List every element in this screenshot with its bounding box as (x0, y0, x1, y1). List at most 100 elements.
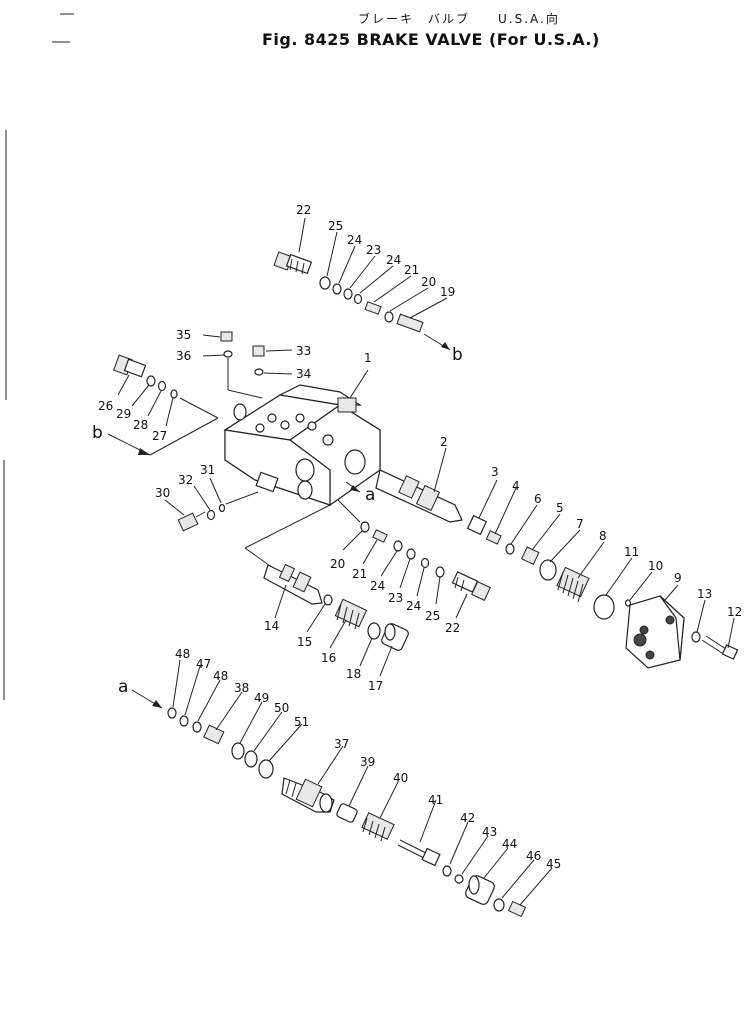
label-39: 39 (360, 755, 375, 769)
part-46-nut (493, 898, 505, 912)
part-45-screw (507, 900, 527, 918)
part-48b-ring (192, 721, 202, 733)
arrow-b-head-right (441, 342, 450, 350)
label-23-top: 23 (366, 243, 381, 257)
label-40: 40 (393, 771, 408, 785)
part-38-plug (203, 724, 225, 745)
part-25-oring-mid (435, 566, 445, 578)
label-43: 43 (482, 825, 497, 839)
part-2-spool (375, 469, 463, 523)
part-8-spring (556, 566, 590, 603)
label-5: 5 (556, 501, 564, 515)
part-33-plug (252, 345, 265, 357)
label-24b-mid: 24 (406, 599, 421, 613)
label-31: 31 (200, 463, 215, 477)
figure-title: Fig. 8425 BRAKE VALVE (For U.S.A.) (262, 30, 600, 49)
part-24b-ring (353, 293, 363, 305)
part-15-ring (323, 594, 333, 606)
part-20-ring (384, 311, 394, 323)
label-48: 48 (175, 647, 190, 661)
label-42: 42 (460, 811, 475, 825)
arrow-label-b-left: b (92, 423, 103, 443)
part-34-ring (254, 368, 264, 376)
label-18: 18 (346, 667, 361, 681)
part-number-labels: 22 25 24 23 24 21 20 19 35 36 33 34 1 26… (98, 203, 742, 871)
label-46: 46 (526, 849, 541, 863)
part-19-plug (396, 313, 424, 333)
part-22-fitting-top (273, 251, 313, 275)
part-27-ring (170, 389, 178, 399)
label-36: 36 (176, 349, 191, 363)
label-24-top: 24 (347, 233, 362, 247)
label-15: 15 (297, 635, 312, 649)
label-14: 14 (264, 619, 279, 633)
label-30: 30 (155, 486, 170, 500)
part-11-oring (593, 594, 615, 620)
part-35-plug (220, 331, 233, 342)
label-17: 17 (368, 679, 383, 693)
part-30-plug (177, 512, 199, 532)
label-7: 7 (576, 517, 584, 531)
label-50: 50 (274, 701, 289, 715)
part-51-oring (258, 759, 274, 779)
label-24b-top: 24 (386, 253, 401, 267)
arrow-a-head-body (350, 485, 360, 492)
label-41: 41 (428, 793, 443, 807)
label-16: 16 (321, 651, 336, 665)
part-36-ring (223, 350, 233, 358)
part-5-plug (520, 546, 540, 565)
part-40-spring (361, 812, 395, 842)
part-21-spring (364, 301, 382, 315)
part-44-cap (465, 875, 495, 905)
top-fitting-group (273, 217, 451, 351)
label-21-top: 21 (404, 263, 419, 277)
label-6: 6 (534, 492, 542, 506)
part-50-ring (244, 750, 258, 768)
label-9: 9 (674, 571, 682, 585)
part-21-spring-mid (372, 529, 388, 543)
label-34: 34 (296, 367, 311, 381)
part-48-ring (167, 707, 177, 719)
middle-spool-group (244, 499, 491, 677)
label-8: 8 (599, 529, 607, 543)
part-49-oring (231, 742, 245, 760)
part-43-ring (454, 874, 464, 884)
label-20-mid: 20 (330, 557, 345, 571)
part-3-plug (466, 514, 488, 536)
part-7-oring (539, 559, 557, 581)
label-28: 28 (133, 418, 148, 432)
label-12: 12 (727, 605, 742, 619)
part-23-ring (343, 288, 353, 300)
label-51: 51 (294, 715, 309, 729)
part-26-fitting-body (123, 358, 147, 378)
part-12-bolt (701, 635, 739, 660)
label-32: 32 (178, 473, 193, 487)
part-6-ring (505, 543, 515, 555)
label-23-mid: 23 (388, 591, 403, 605)
label-37: 37 (334, 737, 349, 751)
bottom-valve-group (131, 659, 553, 918)
label-29: 29 (116, 407, 131, 421)
arrow-label-a-body: a (365, 485, 375, 505)
part-42-ring (442, 865, 452, 877)
label-45: 45 (546, 857, 561, 871)
label-10: 10 (648, 559, 663, 573)
part-24b-ring-mid (420, 557, 430, 569)
part-28-ring (157, 380, 167, 392)
label-20-top: 20 (421, 275, 436, 289)
part-9-cover (625, 595, 685, 669)
part-10-ring (624, 599, 632, 607)
part-4-spring (485, 530, 502, 545)
part-18-oring (367, 622, 381, 640)
label-19: 19 (440, 285, 455, 299)
label-47: 47 (196, 657, 211, 671)
part-23-ring-mid (406, 548, 416, 560)
part-22-fitting-mid (451, 571, 491, 601)
label-25-top: 25 (328, 219, 343, 233)
label-48b: 48 (213, 669, 228, 683)
part-25-oring (319, 276, 331, 290)
label-2: 2 (440, 435, 448, 449)
label-33: 33 (296, 344, 311, 358)
part-47-ring (179, 715, 189, 727)
